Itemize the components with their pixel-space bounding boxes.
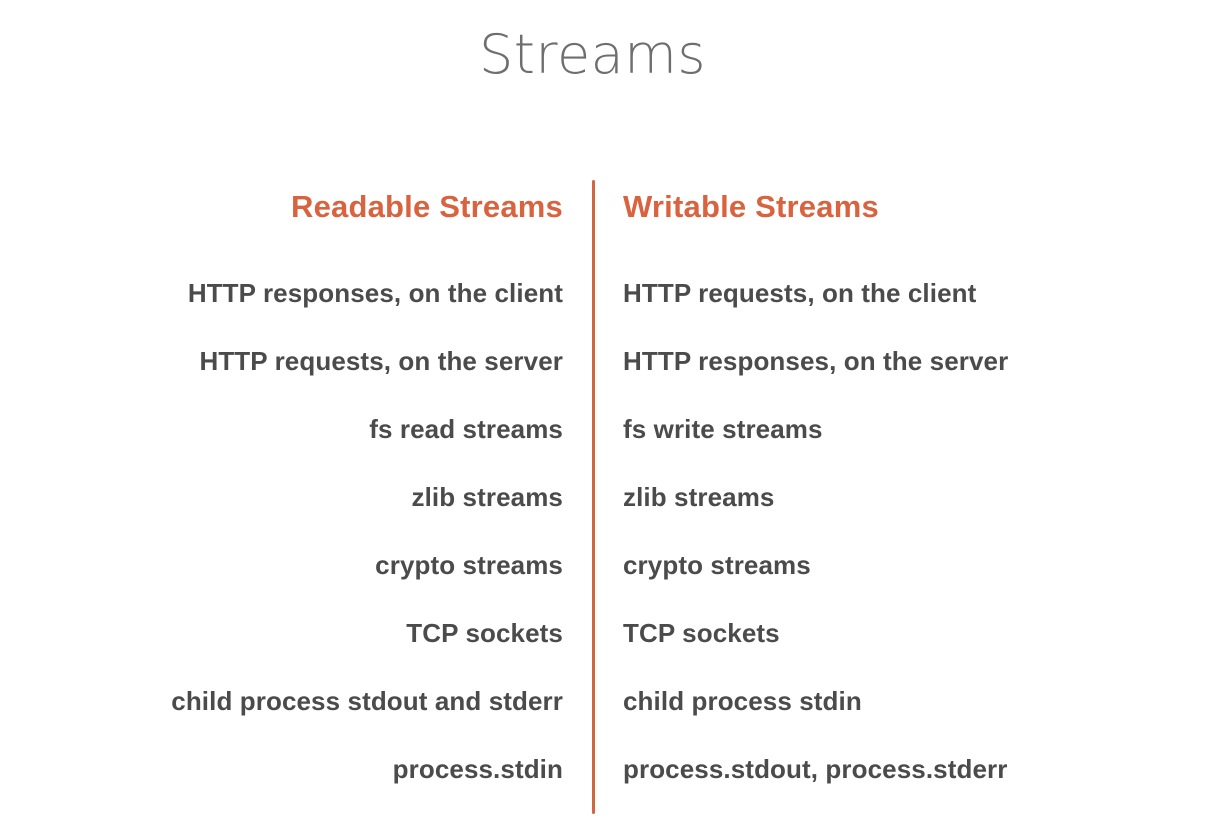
- list-item: zlib streams: [623, 482, 775, 512]
- list-item: HTTP responses, on the client: [187, 278, 563, 308]
- list-item: process.stdin: [392, 754, 563, 784]
- writable-streams-list: HTTP requests, on the client HTTP respon…: [623, 259, 1223, 803]
- list-item: HTTP requests, on the client: [623, 278, 977, 308]
- readable-streams-list: HTTP responses, on the client HTTP reque…: [0, 259, 563, 803]
- list-item: TCP sockets: [406, 618, 563, 648]
- streams-comparison: Readable Streams HTTP responses, on the …: [0, 176, 1230, 816]
- list-item: child process stdout and stderr: [171, 686, 563, 716]
- list-item: fs read streams: [369, 414, 563, 444]
- list-item: HTTP responses, on the server: [623, 346, 1009, 376]
- readable-streams-header: Readable Streams: [291, 189, 563, 224]
- list-item: process.stdout, process.stderr: [623, 754, 1008, 784]
- list-item: crypto streams: [375, 550, 563, 580]
- writable-streams-header: Writable Streams: [623, 189, 879, 224]
- list-item: crypto streams: [623, 550, 811, 580]
- readable-streams-column: Readable Streams HTTP responses, on the …: [0, 176, 563, 803]
- column-divider: [592, 180, 595, 814]
- page-title: Streams: [478, 23, 706, 86]
- list-item: HTTP requests, on the server: [199, 346, 563, 376]
- list-item: child process stdin: [623, 686, 862, 716]
- list-item: fs write streams: [623, 414, 823, 444]
- list-item: zlib streams: [411, 482, 563, 512]
- writable-streams-column: Writable Streams HTTP requests, on the c…: [623, 176, 1223, 803]
- list-item: TCP sockets: [623, 618, 780, 648]
